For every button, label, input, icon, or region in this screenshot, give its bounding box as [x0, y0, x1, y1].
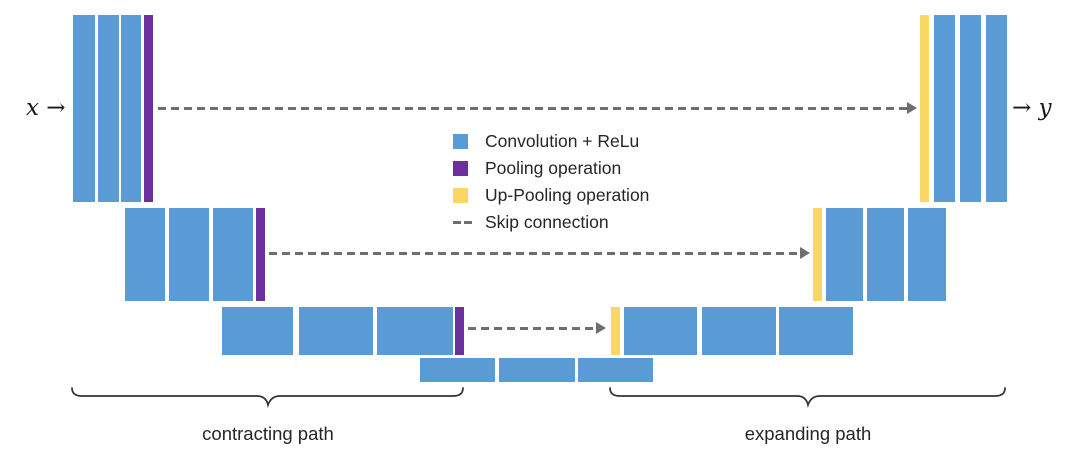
legend-label: Up-Pooling operation	[485, 185, 650, 205]
legend-item: Skip connection	[453, 209, 649, 236]
skip-connection-line	[468, 327, 596, 330]
legend: Convolution + ReLu Pooling operation Up-…	[453, 128, 649, 236]
pooling-swatch-icon	[453, 161, 468, 176]
convolution-swatch-icon	[453, 134, 468, 149]
legend-label: Skip connection	[485, 212, 609, 232]
input-label: x →	[26, 95, 66, 121]
conv-bar	[934, 15, 955, 202]
skip-connection-line	[158, 107, 908, 110]
arrow-head-icon	[800, 247, 810, 259]
conv-bar	[826, 208, 863, 301]
uppool-bar	[611, 307, 620, 355]
conv-bar	[73, 15, 95, 202]
uppool-bar	[920, 15, 929, 202]
up-pooling-swatch-icon	[453, 188, 468, 203]
legend-label: Pooling operation	[485, 158, 622, 178]
conv-bar	[420, 358, 495, 382]
pool-bar	[455, 307, 464, 355]
path-braces	[71, 387, 1006, 409]
conv-bar	[779, 307, 853, 355]
conv-bar	[908, 208, 946, 301]
conv-bar	[499, 358, 575, 382]
arrow-head-icon	[907, 102, 917, 114]
conv-bar	[986, 15, 1007, 202]
contracting-path-label: contracting path	[202, 423, 334, 444]
conv-bar	[222, 307, 293, 355]
conv-bar	[98, 15, 119, 202]
arrow-head-icon	[596, 322, 606, 334]
pool-bar	[256, 208, 265, 301]
pool-bar	[144, 15, 153, 202]
conv-bar	[702, 307, 776, 355]
legend-item: Up-Pooling operation	[453, 182, 649, 209]
conv-bar	[121, 15, 141, 202]
conv-bar	[299, 307, 373, 355]
conv-bar	[578, 358, 653, 382]
expanding-brace	[609, 387, 1006, 409]
skip-connection-swatch-icon	[453, 221, 472, 224]
expanding-path-label: expanding path	[744, 423, 872, 444]
contracting-brace	[71, 387, 464, 409]
conv-bar	[213, 208, 253, 301]
conv-bar	[624, 307, 697, 355]
conv-bar	[867, 208, 904, 301]
legend-item: Convolution + ReLu	[453, 128, 649, 155]
output-label: → y	[1012, 95, 1052, 121]
conv-bar	[125, 208, 165, 301]
uppool-bar	[813, 208, 822, 301]
conv-bar	[377, 307, 453, 355]
conv-bar	[169, 208, 209, 301]
legend-item: Pooling operation	[453, 155, 649, 182]
skip-connection-line	[269, 252, 801, 255]
legend-label: Convolution + ReLu	[485, 131, 640, 151]
conv-bar	[960, 15, 981, 202]
